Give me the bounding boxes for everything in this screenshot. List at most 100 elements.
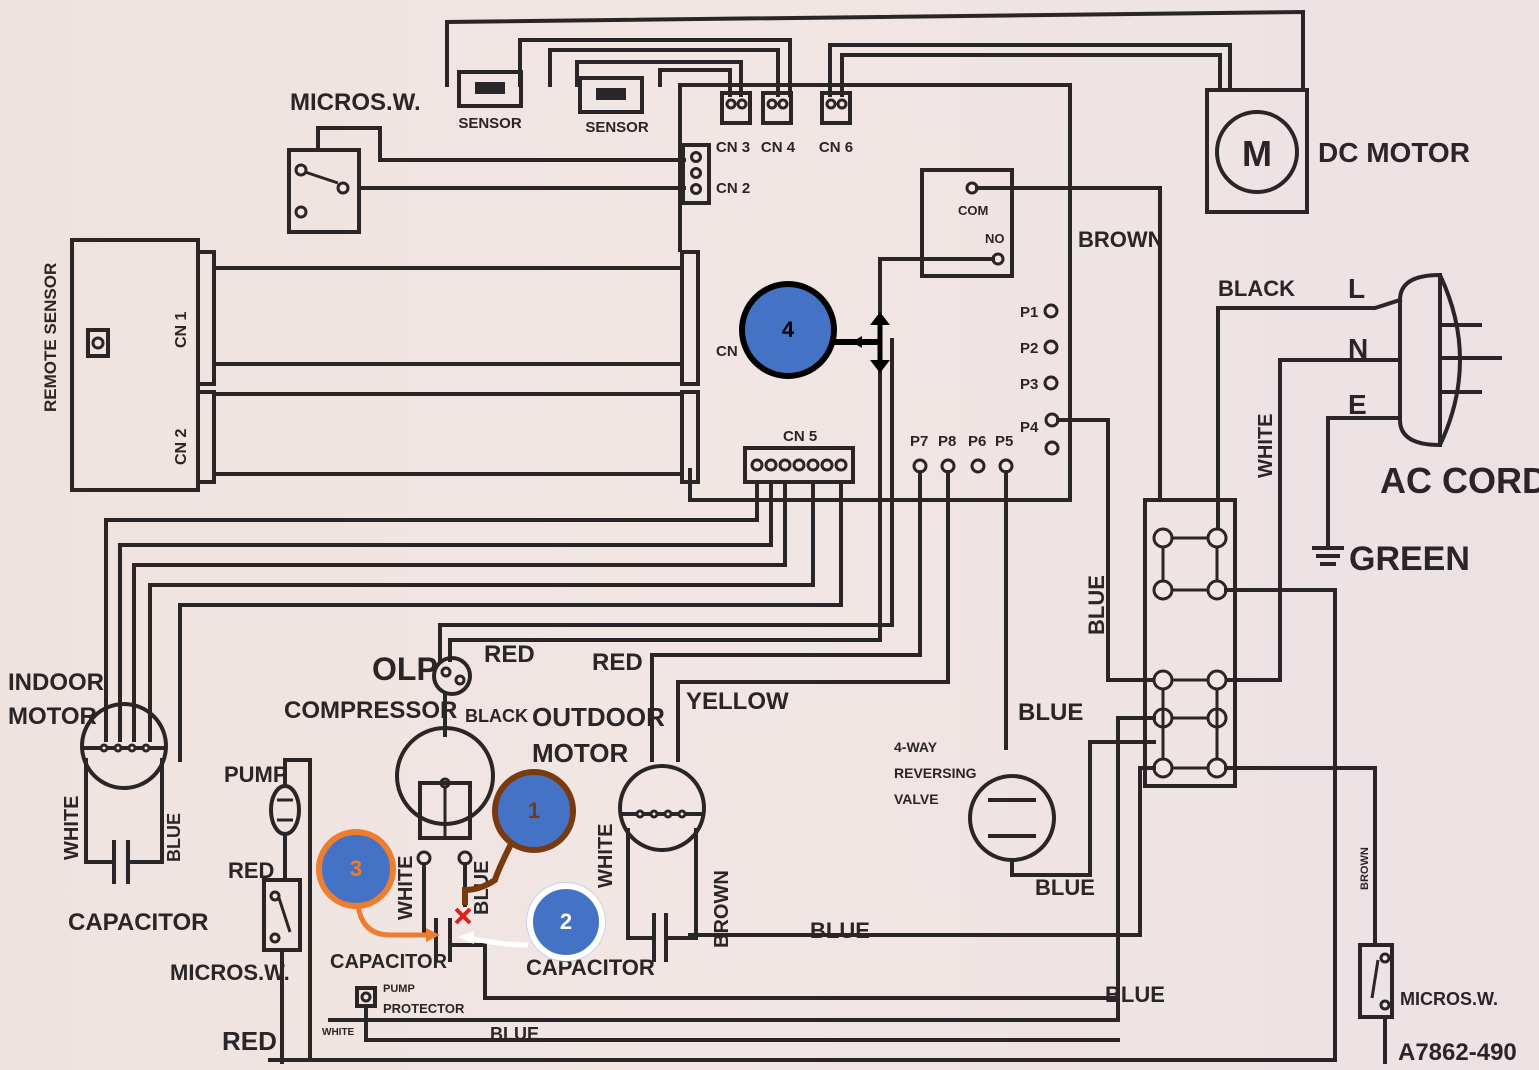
valve-label-2: REVERSING [894, 765, 977, 781]
pcb-outline [678, 83, 1072, 502]
pump [269, 784, 301, 836]
blue-vertical-label: BLUE [1084, 575, 1109, 635]
wire-sensor-loop-1 [518, 38, 792, 97]
yellow-label: YELLOW [686, 688, 789, 715]
marker-4-label: 4 [782, 317, 795, 342]
p1-label: P1 [1020, 304, 1038, 321]
cn3-connector [720, 91, 752, 125]
wire-cn-compressor [438, 338, 894, 662]
blue-indoor-label: BLUE [164, 813, 184, 862]
olp-terminal [440, 666, 452, 678]
micro-switch-left-terminal [269, 932, 281, 944]
cn5-connector [743, 446, 855, 484]
wire-cn5-1 [104, 480, 759, 742]
terminal-block [1143, 498, 1237, 788]
wire-pump-protector [364, 1004, 1120, 1042]
wire-white-n [1216, 588, 1282, 682]
ribbon-cable-cn2 [196, 390, 700, 484]
white-indoor-label: WHITE [61, 796, 83, 860]
marker-4: 4 [739, 281, 890, 379]
marker-3: 3 [316, 829, 440, 942]
cn2-top-label: CN 2 [716, 180, 750, 197]
marker-1: 1 [462, 769, 576, 905]
micro-switch-left [262, 878, 302, 952]
p6-label: P6 [968, 433, 986, 450]
blue-mid-label: BLUE [810, 918, 870, 943]
indoor-motor-pins [99, 743, 151, 753]
pump-protector-label-2: PROTECTOR [383, 1001, 465, 1016]
wire-no [448, 257, 995, 662]
dc-motor-box [1205, 88, 1309, 214]
micro-switch-right-lever [1370, 959, 1380, 999]
p4-label: P4 [1020, 419, 1039, 436]
blue-valve-label: BLUE [1018, 699, 1083, 726]
cn5-pins [750, 458, 848, 472]
capacitor-outdoor-label: CAPACITOR [526, 955, 655, 980]
capacitor-left-label: CAPACITOR [68, 909, 208, 936]
relay-com-label: COM [958, 203, 988, 218]
micro-switch-top-terminal [336, 181, 350, 195]
p5-label: P5 [995, 433, 1013, 450]
indoor-motor-label-2: MOTOR [8, 703, 97, 730]
part-number-label: A7862-490 [1398, 1039, 1517, 1066]
relay-box [920, 168, 1014, 278]
wire-cn6-dcmotor [828, 43, 1232, 97]
relay-no-label: NO [985, 231, 1005, 246]
sensor-2-label: SENSOR [585, 119, 649, 136]
p3-label: P3 [1020, 376, 1038, 393]
blue-bottom2-label: BLUE [1105, 982, 1165, 1007]
wire-green-e [1326, 416, 1402, 547]
micro-switch-right [1358, 943, 1394, 1019]
pump-protector-dot [360, 991, 372, 1003]
p6-terminal [970, 458, 986, 474]
micros-sw-top-label: MICROS.W. [290, 89, 421, 116]
wire-white-n-top [1278, 358, 1402, 592]
red-label-1: RED [484, 641, 535, 668]
wire-microsw-cn2-a [316, 126, 686, 162]
p8-label: P8 [938, 433, 956, 450]
wire-tb-right-down [268, 588, 1337, 1062]
micros-sw-left-label: MICROS.W. [170, 960, 290, 985]
ac-cord-label: AC CORD [1380, 460, 1539, 501]
wire-indoor-cap-right [130, 758, 164, 864]
wire-cn5-2 [118, 480, 773, 742]
p1-terminal [1043, 303, 1059, 319]
valve-label-1: 4-WAY [894, 739, 938, 755]
compressor-windings [416, 777, 473, 866]
outdoor-motor [618, 764, 706, 852]
wire-cn6-dcmotor-2 [840, 53, 1222, 97]
e-label: E [1348, 389, 1367, 420]
cn2-left-label: CN 2 [173, 428, 190, 465]
wire-outdoor-cap-left [626, 828, 654, 940]
cn3-label: CN 3 [716, 139, 750, 156]
micro-switch-right-terminal [1379, 999, 1391, 1011]
cn4-connector [761, 91, 793, 125]
wire-valve-out [1010, 740, 1156, 877]
p7-label: P7 [910, 433, 928, 450]
indoor-motor-label-1: INDOOR [8, 669, 104, 696]
cn6-connector [820, 91, 852, 125]
red-x-icon [454, 907, 472, 925]
marker-1-label: 1 [528, 798, 540, 823]
pump-label: PUMP [224, 762, 288, 787]
micro-switch-top [287, 148, 361, 234]
reversing-valve [968, 774, 1056, 862]
wire-top-outer [445, 9, 1305, 92]
ribbon-cable-cn1 [196, 250, 700, 386]
brown-outdoor-label: BROWN [711, 870, 733, 948]
cn-mid-label: CN [716, 343, 738, 360]
olp-label: OLP [372, 651, 438, 687]
marker-3-label: 3 [350, 856, 362, 881]
terminal-block-contacts [1152, 527, 1228, 779]
pump-protector-label-1: PUMP [383, 983, 415, 995]
wire-com-brown [975, 186, 1162, 502]
wire-black-l [1216, 297, 1403, 547]
olp-terminal [454, 674, 466, 686]
white-small-label: WHITE [322, 1027, 355, 1038]
white-compressor-label: WHITE [395, 856, 417, 920]
micro-switch-top-lever [304, 170, 339, 185]
outdoor-motor-label-2: MOTOR [532, 738, 629, 768]
wire-tb-718 [328, 716, 1156, 1022]
